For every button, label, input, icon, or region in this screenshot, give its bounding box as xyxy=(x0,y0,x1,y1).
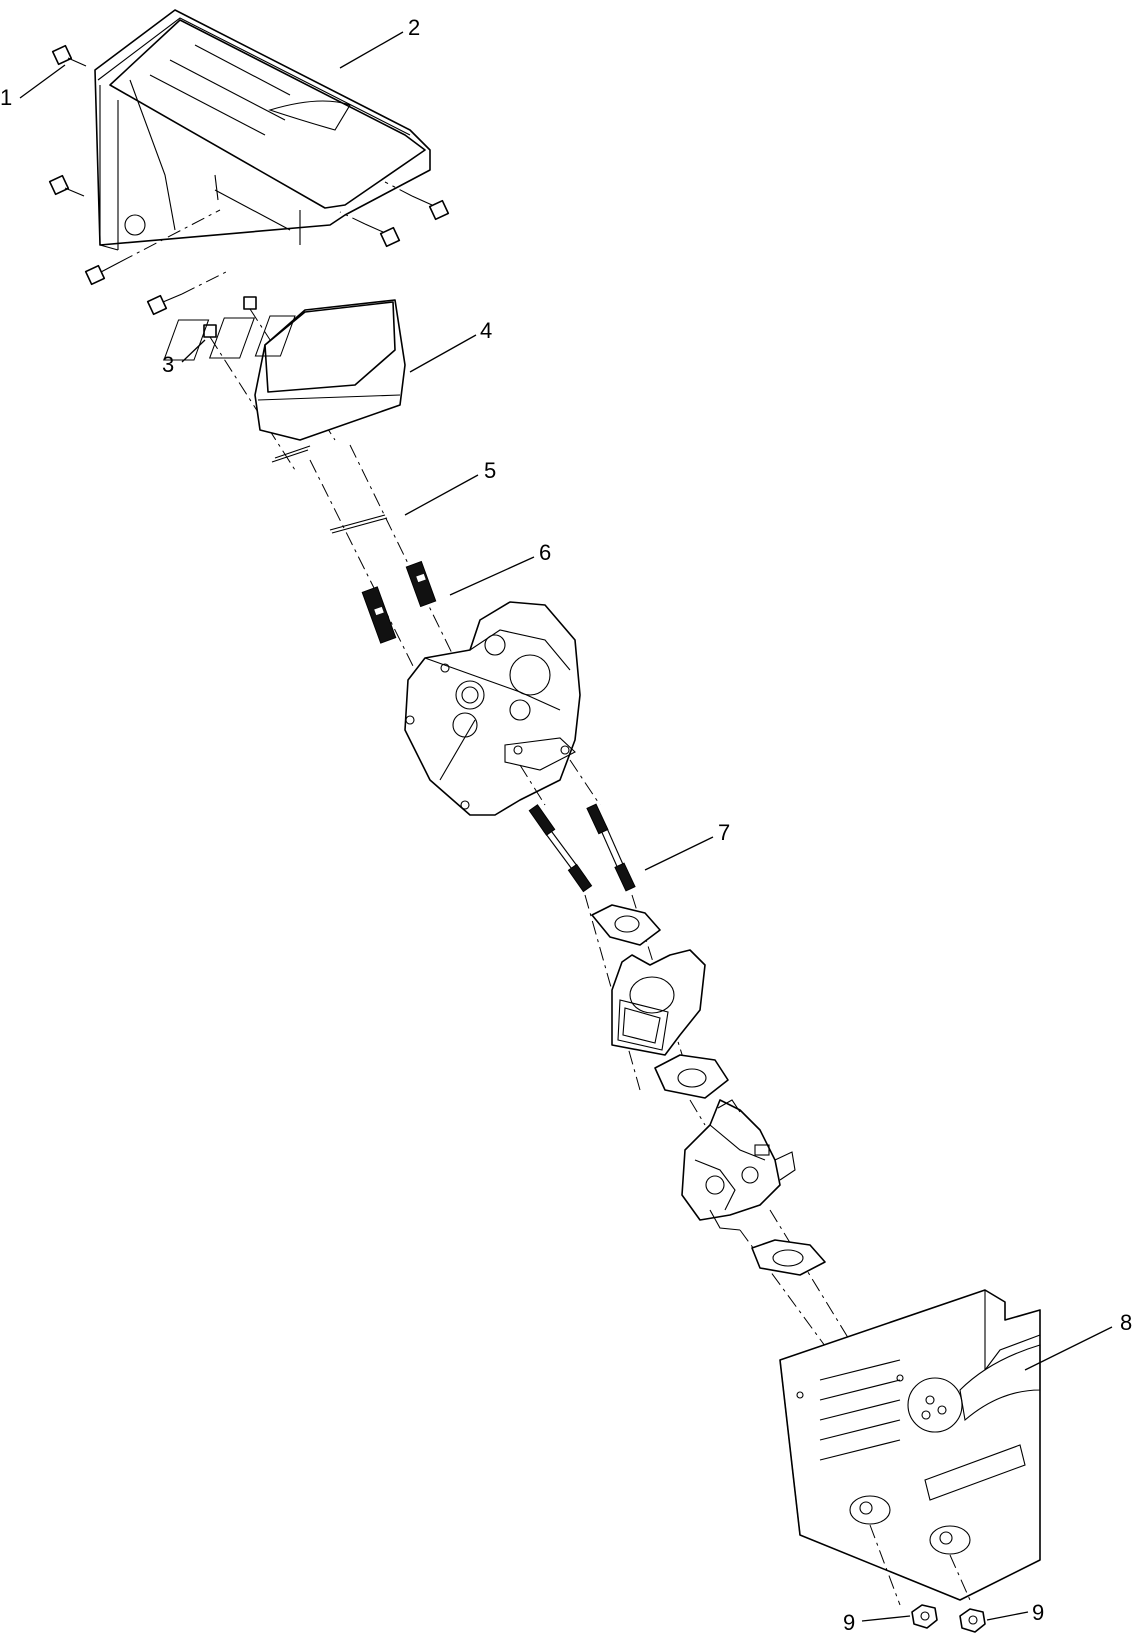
part-1-screws xyxy=(48,44,450,316)
callout-1: 1 xyxy=(0,64,66,110)
part-2-heat-shield-cover xyxy=(94,9,431,251)
callout-9-left: 9 xyxy=(843,1610,911,1635)
screw-icon xyxy=(84,261,121,286)
callout-8: 8 xyxy=(1024,1310,1132,1371)
callout-label: 8 xyxy=(1120,1310,1132,1335)
stud-icon xyxy=(405,560,437,608)
callout-3: 3 xyxy=(162,339,206,377)
part-7-long-studs xyxy=(519,759,691,1091)
part-6-studs xyxy=(361,560,437,644)
screw-icon xyxy=(48,174,85,197)
part-8-side-shroud xyxy=(779,1289,1041,1601)
callout-label: 2 xyxy=(408,15,420,40)
screw-icon xyxy=(364,223,401,248)
callout-label: 5 xyxy=(484,458,496,483)
stud-icon xyxy=(528,804,593,893)
nut-icon xyxy=(911,1604,938,1629)
nut-icon xyxy=(959,1608,986,1633)
callout-7: 7 xyxy=(644,820,730,871)
cylinder-head xyxy=(404,601,581,816)
intake-insulator xyxy=(611,949,706,1056)
callout-label: 9 xyxy=(1032,1600,1044,1625)
carburetor-gasket xyxy=(751,1239,826,1276)
callout-label: 3 xyxy=(162,352,174,377)
part-4-muffler xyxy=(163,299,406,463)
screw-icon xyxy=(411,195,450,221)
intake-gasket-2 xyxy=(654,1054,729,1099)
callout-6: 6 xyxy=(449,540,551,596)
callout-label: 9 xyxy=(843,1610,855,1635)
callout-label: 6 xyxy=(539,540,551,565)
part-9-nuts xyxy=(869,1524,986,1633)
callout-label: 1 xyxy=(0,85,12,110)
callout-5: 5 xyxy=(404,458,496,516)
callout-4: 4 xyxy=(409,318,492,373)
callout-label: 7 xyxy=(718,820,730,845)
callout-2: 2 xyxy=(339,15,420,69)
screw-icon xyxy=(146,293,183,316)
callout-label: 4 xyxy=(480,318,492,343)
stud-icon xyxy=(361,586,397,644)
stud-icon xyxy=(586,803,636,892)
screw-icon xyxy=(51,44,87,67)
callout-9-right: 9 xyxy=(986,1600,1044,1625)
part-3-nuts xyxy=(203,296,336,471)
intake-gasket-1 xyxy=(591,904,661,946)
